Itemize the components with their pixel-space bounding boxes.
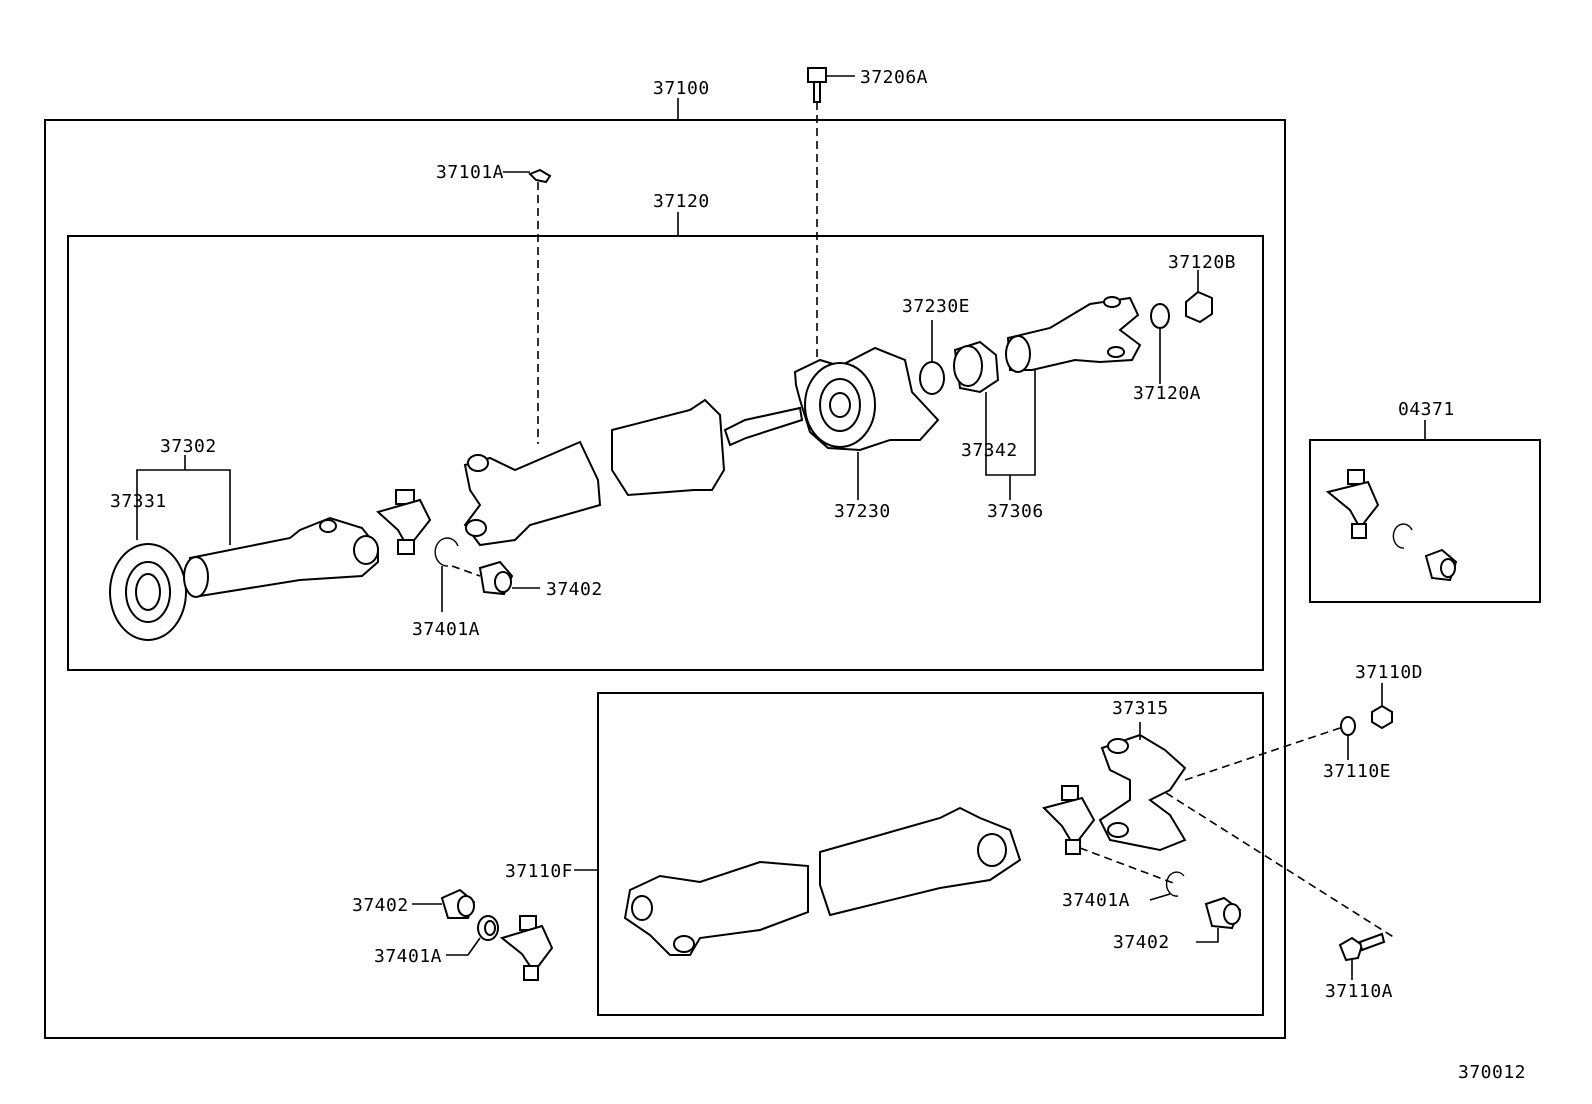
label-dust-boot: 37331 xyxy=(110,491,167,512)
spider-kit-box xyxy=(1309,439,1541,603)
rear-bearing-cup-right-icon xyxy=(1204,896,1242,930)
label-grease-fitting: 37101A xyxy=(436,162,505,183)
label-yoke-sub: 37306 xyxy=(987,501,1044,522)
front-shaft-tube-icon xyxy=(463,398,804,547)
spider-kit-contents-icon xyxy=(1325,469,1458,582)
label-spider-kit: 04371 xyxy=(1398,399,1455,420)
label-rear-washer: 37110E xyxy=(1323,761,1392,782)
snap-ring-front-icon xyxy=(434,537,459,567)
label-rear-bearing-cup-left: 37402 xyxy=(352,895,409,916)
dust-deflector-icon xyxy=(953,340,1000,394)
sleeve-yoke-icon xyxy=(183,516,379,598)
rear-washer-icon xyxy=(1340,716,1356,736)
rear-bolt-icon xyxy=(1338,932,1386,962)
label-assembly: 37100 xyxy=(653,78,710,99)
label-bearing-cup-front: 37402 xyxy=(546,579,603,600)
label-dust-deflector: 37342 xyxy=(961,440,1018,461)
label-snap-ring-front: 37401A xyxy=(412,619,481,640)
bearing-cup-front-icon xyxy=(478,560,514,596)
label-center-bearing: 37230 xyxy=(834,501,891,522)
center-bearing-icon xyxy=(793,346,940,452)
label-rear-snap-ring-left: 37401A xyxy=(374,946,443,967)
assembly-box xyxy=(44,119,1286,1039)
flange-yoke-icon xyxy=(1005,296,1142,373)
rear-spider-left-icon xyxy=(499,915,554,981)
center-bolt-icon xyxy=(807,67,827,103)
label-rear-bolt: 37110A xyxy=(1325,981,1394,1002)
label-center-bolt: 37206A xyxy=(860,67,929,88)
label-washer: 37120A xyxy=(1133,383,1202,404)
label-rear-snap-ring-right: 37401A xyxy=(1062,890,1131,911)
label-rear-bearing-cup-right: 37402 xyxy=(1113,932,1170,953)
label-bearing-seal: 37230E xyxy=(902,296,971,317)
front-shaft-box xyxy=(67,235,1264,671)
rear-shaft-box xyxy=(597,692,1264,1016)
spider-front-icon xyxy=(375,489,432,555)
rear-bearing-cup-left-icon xyxy=(440,888,476,919)
label-rear-nut: 37110D xyxy=(1355,662,1424,683)
washer-icon xyxy=(1150,303,1170,329)
flange-nut-icon xyxy=(1185,290,1213,324)
rear-nut-icon xyxy=(1371,704,1393,730)
rear-flange-yoke-icon xyxy=(1098,733,1187,852)
bearing-seal-icon xyxy=(919,361,945,395)
rear-shaft-icon xyxy=(623,806,1022,956)
rear-snap-ring-left-icon xyxy=(477,915,499,941)
label-rear-shaft: 37110F xyxy=(505,861,574,882)
rear-spider-right-icon xyxy=(1042,785,1096,855)
label-rear-flange-yoke: 37315 xyxy=(1112,698,1169,719)
label-front-shaft: 37120 xyxy=(653,191,710,212)
figure-code: 370012 xyxy=(1458,1062,1527,1083)
dust-boot-icon xyxy=(109,543,187,641)
label-flange-nut: 37120B xyxy=(1168,252,1237,273)
grease-fitting-icon xyxy=(528,168,552,184)
label-sleeve-yoke: 37302 xyxy=(160,436,217,457)
rear-snap-ring-right-icon xyxy=(1165,871,1185,897)
